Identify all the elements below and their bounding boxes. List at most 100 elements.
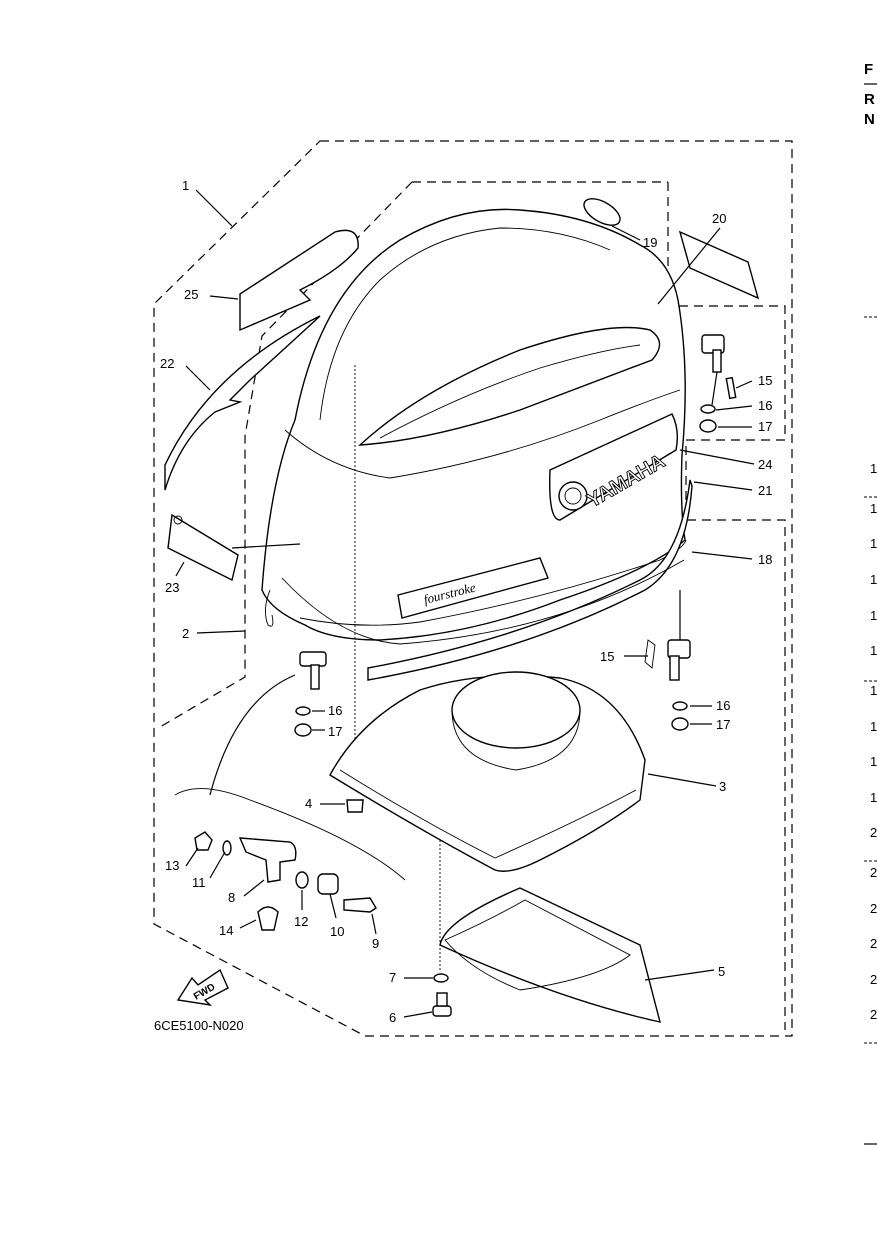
callout-5: 5: [718, 964, 725, 979]
latch-8: [238, 837, 297, 883]
callout-25: 25: [184, 287, 198, 302]
margin-header-f: F: [864, 61, 873, 78]
pull-arm-curve: [209, 674, 296, 796]
model-decal: [397, 557, 549, 619]
hook-right-stem: [669, 655, 680, 681]
callout-16-left: 16: [328, 703, 342, 718]
nut-13: [194, 831, 213, 851]
hook-left: [299, 651, 327, 667]
margin-row-5: 1: [870, 608, 877, 623]
intake-rim: [451, 671, 581, 749]
margin-row-12: 2: [870, 865, 877, 880]
callout-21: 21: [758, 483, 772, 498]
margin-row-2: 1: [870, 501, 877, 516]
margin-row-10: 1: [870, 790, 877, 805]
callout-20: 20: [712, 211, 726, 226]
callout-17-right: 17: [716, 717, 730, 732]
washer-16-right: [672, 701, 688, 711]
intake-wall: [451, 709, 581, 771]
margin-header-r: R: [864, 91, 875, 108]
yamaha-logo: [558, 481, 588, 511]
callout-19: 19: [643, 235, 657, 250]
callout-22: 22: [160, 356, 174, 371]
assembly-boundary-top-cowling: [667, 182, 786, 1030]
callout-16-upper: 16: [758, 398, 772, 413]
callout-4: 4: [305, 796, 312, 811]
leader-lines: [175, 189, 755, 1018]
cowling-crease-1: [284, 389, 681, 479]
margin-row-1: 1: [870, 461, 877, 476]
diagram-code: 6CE5100-N020: [154, 1018, 244, 1033]
stripe-21: [367, 479, 693, 681]
callout-16-right: 16: [716, 698, 730, 713]
decal-23-logo: [173, 515, 183, 525]
margin-row-7: 1: [870, 683, 877, 698]
assembly-boundary-outer: [153, 140, 793, 1037]
margin-header-n: N: [864, 111, 875, 128]
callout-3: 3: [719, 779, 726, 794]
hook-left-stem: [310, 664, 320, 690]
decal-23: [167, 513, 239, 582]
callout-17-left: 17: [328, 724, 342, 739]
callout-15-lower: 15: [600, 649, 614, 664]
washer-16-left: [295, 706, 311, 716]
callout-7: 7: [389, 970, 396, 985]
assembly-boundary-left: [159, 181, 413, 728]
nut-17-right: [671, 717, 689, 731]
hook-right: [667, 639, 691, 659]
cowling-hook: [265, 589, 274, 627]
callout-6: 6: [389, 1010, 396, 1025]
pin-12: [295, 871, 309, 889]
washer-7: [433, 973, 449, 983]
callout-12: 12: [294, 914, 308, 929]
cowling-crease-2: [319, 227, 611, 421]
callout-23: 23: [165, 580, 179, 595]
margin-row-8: 1: [870, 719, 877, 734]
margin-row-6: 1: [870, 643, 877, 658]
callout-10: 10: [330, 924, 344, 939]
washer-11: [222, 840, 232, 856]
margin-row-4: 1: [870, 572, 877, 587]
margin-row-15: 2: [870, 972, 877, 987]
yamaha-logo-inner: [564, 487, 582, 505]
fwd-arrow: [176, 968, 229, 1007]
cowling-vent-inner: [379, 344, 641, 439]
callout-14: 14: [219, 923, 233, 938]
cowling-vent: [358, 326, 661, 446]
nut-17-upper: [699, 419, 717, 433]
callout-18: 18: [758, 552, 772, 567]
margin-row-9: 1: [870, 754, 877, 769]
margin-row-11: 2: [870, 825, 877, 840]
bolt-6-head: [432, 1005, 452, 1017]
decal-22: [164, 315, 321, 491]
nut-17-left: [294, 723, 312, 737]
bolt-9: [343, 897, 377, 913]
decal-25: [239, 229, 359, 332]
tray-5: [439, 887, 661, 1023]
washer-16-upper: [700, 404, 716, 414]
callout-24: 24: [758, 457, 772, 472]
callout-13: 13: [165, 858, 179, 873]
bolt-6-shank: [436, 992, 448, 1007]
cap-19: [583, 198, 621, 226]
grommet-4: [346, 799, 364, 813]
detail-bubble: [174, 788, 406, 881]
callout-1: 1: [182, 178, 189, 193]
margin-row-3: 1: [870, 536, 877, 551]
tray-5-gasket: [444, 899, 631, 991]
callout-17-upper: 17: [758, 419, 772, 434]
margin-row-16: 2: [870, 1007, 877, 1022]
lower-cover-edge: [339, 769, 637, 859]
margin-row-13: 2: [870, 901, 877, 916]
pin-15-lower: [644, 639, 656, 669]
margin-row-14: 2: [870, 936, 877, 951]
collar-10: [317, 873, 339, 895]
stem-line-upper: [711, 371, 718, 406]
label-20: [678, 230, 760, 300]
callout-2: 2: [182, 626, 189, 641]
callout-11: 11: [192, 875, 206, 890]
grommet-14: [257, 906, 279, 931]
callout-15-upper: 15: [758, 373, 772, 388]
callout-8: 8: [228, 890, 235, 905]
